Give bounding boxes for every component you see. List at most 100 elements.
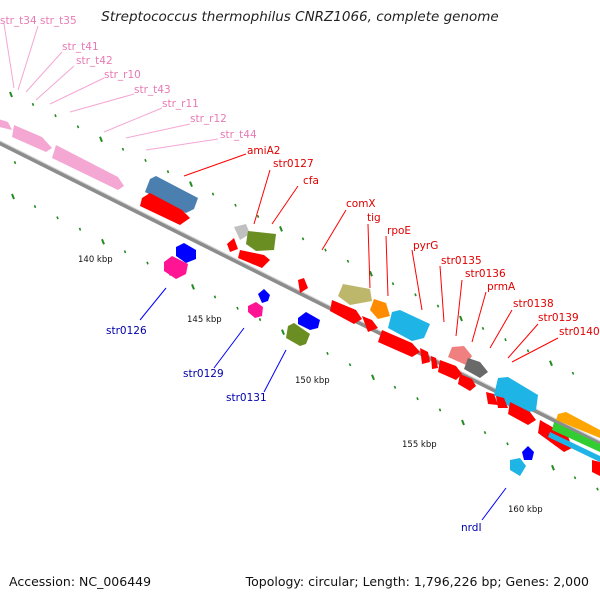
label-prmA[interactable]: prmA [487,281,516,293]
gene-prmA[interactable] [448,346,472,365]
gene-teal-edge[interactable] [548,432,600,462]
tick-mark [459,315,463,322]
gene-str0140[interactable] [508,402,536,425]
tick-mark [144,158,147,162]
tick-mark [213,295,217,299]
forward-labels: amiA2 str0127 cfa comX tig rpoE pyrG str… [247,145,600,338]
label-str_t44[interactable]: str_t44 [220,129,257,141]
tick-mark [324,248,327,252]
gene-str0139[interactable] [494,377,538,415]
tick-mark [393,385,397,389]
gene-red-edge-b[interactable] [592,460,600,476]
gene-orange-edge[interactable] [556,412,600,438]
gene-red-mini-c[interactable] [486,392,498,405]
tick-mark [99,136,103,143]
gene-green-edge[interactable] [552,422,600,452]
tick-mark [123,250,127,254]
rna-labels: str_t34 str_t35 str_t41 str_t42 str_r10 … [0,15,257,141]
gene-str0129-blue[interactable] [258,289,270,303]
tick-mark [438,408,442,412]
tick-mark [281,329,285,335]
gene-str0126[interactable] [164,256,188,279]
label-str_r12[interactable]: str_r12 [190,113,227,125]
gene-nrdI-blue[interactable] [522,446,534,460]
label-str0131[interactable]: str0131 [226,392,267,404]
label-str_t42[interactable]: str_t42 [76,55,113,67]
tick-mark [483,431,487,435]
tick-mark [78,227,82,231]
label-str0127[interactable]: str0127 [273,158,314,170]
label-str_r10[interactable]: str_r10 [104,69,141,81]
rna-feature[interactable] [12,125,52,152]
gene-amiA2[interactable] [145,176,198,213]
tick-mark [596,487,599,491]
gene-red-small-a[interactable] [227,238,238,252]
gene-cfa[interactable] [238,250,270,268]
scale-label-145: 145 kbp [187,315,222,325]
label-amiA2[interactable]: amiA2 [247,145,280,157]
tick-mark [301,237,305,241]
gene-str0131[interactable] [286,323,310,346]
rna-features [0,118,124,190]
gene-red-mini-a[interactable] [420,348,430,364]
gene-str0129[interactable] [248,302,263,318]
gene-red-small-b[interactable] [298,278,308,293]
tick-mark [416,397,419,401]
label-str_t35[interactable]: str_t35 [40,15,77,27]
label-str_t34[interactable]: str_t34 [0,15,37,27]
tick-mark [146,261,149,265]
label-str0135[interactable]: str0135 [441,255,482,267]
tick-mark [9,91,13,98]
gene-tig-red[interactable] [362,316,378,332]
tick-mark [11,193,15,200]
tick-mark [166,170,170,174]
tick-mark [504,338,507,342]
tick-mark [31,102,35,106]
label-cfa[interactable]: cfa [303,175,319,187]
label-pyrG[interactable]: pyrG [413,240,438,252]
tick-marks [9,91,599,491]
gene-str0127[interactable] [246,231,276,251]
tick-mark [236,306,239,310]
label-str0126[interactable]: str0126 [106,325,147,337]
gene-str0131-blue[interactable] [298,312,320,330]
label-comX[interactable]: comX [346,198,376,210]
rna-feature[interactable] [52,145,124,190]
gene-str0138[interactable] [464,358,488,378]
scale-label-155: 155 kbp [402,440,437,450]
gene-nrdI[interactable] [510,458,526,476]
label-str_t41[interactable]: str_t41 [62,41,99,53]
tick-mark [526,349,530,353]
tick-mark [76,125,80,129]
gene-pyrG[interactable] [378,330,420,357]
label-str0139[interactable]: str0139 [538,312,579,324]
gene-tig[interactable] [370,299,390,319]
label-str0136[interactable]: str0136 [465,268,506,280]
rna-feature[interactable] [0,118,12,130]
gene-str0126-blue[interactable] [176,243,196,263]
label-str_t43[interactable]: str_t43 [134,84,171,96]
tick-mark [191,284,195,290]
gene-rpoE[interactable] [388,310,430,341]
label-str0129[interactable]: str0129 [183,368,224,380]
gene-str0135[interactable] [438,360,462,380]
reverse-labels: str0126 str0129 str0131 nrdI [106,325,482,534]
tick-mark [234,203,237,207]
label-nrdI[interactable]: nrdI [461,522,482,534]
gene-amiA2-red[interactable] [140,193,190,225]
label-str_r11[interactable]: str_r11 [162,98,199,110]
gene-red-mini-d[interactable] [496,396,508,408]
gene-comX[interactable] [338,284,372,305]
label-tig[interactable]: tig [367,212,381,224]
map-title: Streptococcus thermophilus CNRZ1066, com… [101,9,499,25]
gene-comX-red[interactable] [330,300,362,324]
gene-red-mini-b[interactable] [431,356,438,369]
tick-mark [256,214,260,218]
label-rpoE[interactable]: rpoE [387,225,411,237]
label-str0140[interactable]: str0140 [559,326,600,338]
tick-mark [571,371,575,375]
tick-mark [414,293,417,297]
gene-block-silver[interactable] [234,224,250,240]
label-str0138[interactable]: str0138 [513,298,554,310]
gene-str0136[interactable] [458,374,476,391]
